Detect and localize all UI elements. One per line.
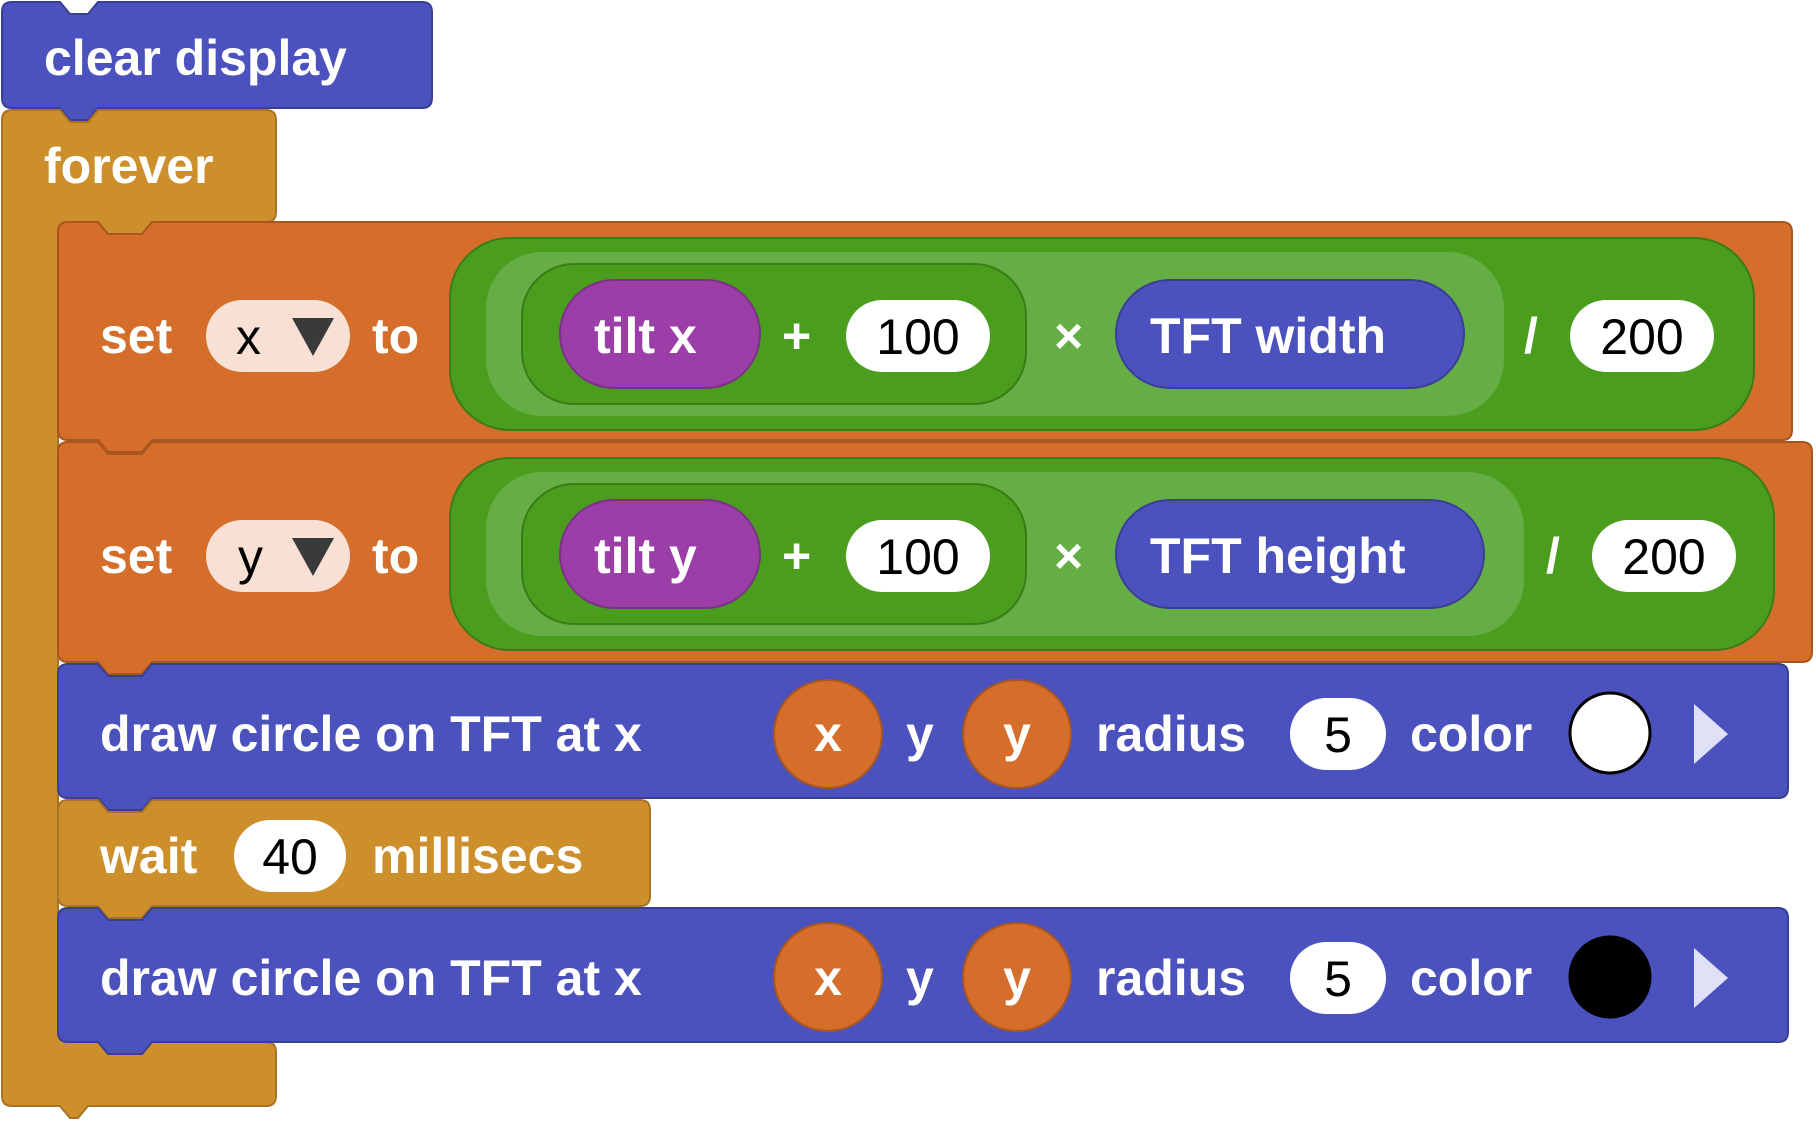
plus-symbol: + bbox=[782, 528, 811, 584]
clear-display-label: clear display bbox=[44, 30, 347, 86]
variable-dropdown-y[interactable]: y bbox=[206, 520, 350, 592]
add-operator-x[interactable]: tilt x + 100 bbox=[521, 263, 1027, 405]
tilt-y-reporter[interactable]: tilt y bbox=[559, 499, 761, 609]
multiply-operator-y[interactable]: tilt y + 100 × TFT height bbox=[486, 472, 1524, 636]
divide-symbol: / bbox=[1524, 308, 1538, 364]
tilt-x-label: tilt x bbox=[594, 308, 697, 364]
set-x-block[interactable]: set x to tilt x + bbox=[57, 221, 1793, 453]
radius-label: radius bbox=[1096, 706, 1246, 762]
color-swatch-black[interactable] bbox=[1568, 935, 1652, 1019]
divide-symbol: / bbox=[1546, 528, 1560, 584]
draw-circle-label: draw circle on TFT at x bbox=[100, 706, 642, 762]
wait-value-input[interactable]: 40 bbox=[234, 820, 346, 892]
x-variable-label: x bbox=[814, 706, 842, 762]
tilt-y-label: tilt y bbox=[594, 528, 697, 584]
add-value-input-x[interactable]: 100 bbox=[846, 300, 990, 372]
set-x-to-label: to bbox=[372, 308, 419, 364]
add-value-x: 100 bbox=[876, 309, 959, 365]
millisecs-label: millisecs bbox=[372, 828, 583, 884]
radius-input[interactable]: 5 bbox=[1290, 942, 1386, 1014]
y-variable-label: y bbox=[1003, 950, 1031, 1006]
set-y-label: set bbox=[100, 528, 173, 584]
wait-label: wait bbox=[99, 828, 198, 884]
divide-value-x: 200 bbox=[1600, 309, 1683, 365]
y-variable-reporter[interactable]: y bbox=[962, 922, 1072, 1032]
set-x-label: set bbox=[100, 308, 173, 364]
y-label: y bbox=[906, 706, 934, 762]
set-y-to-label: to bbox=[372, 528, 419, 584]
radius-value: 5 bbox=[1324, 707, 1352, 763]
tft-width-reporter[interactable]: TFT width bbox=[1115, 279, 1465, 389]
color-label: color bbox=[1410, 950, 1532, 1006]
plus-symbol: + bbox=[782, 308, 811, 364]
draw-circle-black-block[interactable]: draw circle on TFT at x x y y radius 5 c… bbox=[57, 907, 1789, 1055]
clear-display-block[interactable]: clear display bbox=[1, 1, 433, 121]
radius-label: radius bbox=[1096, 950, 1246, 1006]
tft-height-label: TFT height bbox=[1150, 528, 1406, 584]
color-label: color bbox=[1410, 706, 1532, 762]
forever-label: forever bbox=[44, 138, 214, 194]
variable-dropdown-y-value: y bbox=[238, 529, 263, 585]
draw-circle-label: draw circle on TFT at x bbox=[100, 950, 642, 1006]
y-variable-label: y bbox=[1003, 706, 1031, 762]
variable-dropdown-x-value: x bbox=[236, 309, 261, 365]
wait-block[interactable]: wait 40 millisecs bbox=[57, 799, 651, 919]
divide-operator-y[interactable]: tilt y + 100 × TFT height / 200 bbox=[449, 457, 1775, 651]
y-label: y bbox=[906, 950, 934, 1006]
add-operator-y[interactable]: tilt y + 100 bbox=[521, 483, 1027, 625]
times-symbol: × bbox=[1054, 308, 1083, 364]
tilt-x-reporter[interactable]: tilt x bbox=[559, 279, 761, 389]
x-variable-reporter[interactable]: x bbox=[773, 679, 883, 789]
divide-operator-x[interactable]: tilt x + 100 × TFT width / 200 bbox=[449, 237, 1755, 431]
set-y-block[interactable]: set y to tilt y + 100 bbox=[57, 441, 1813, 675]
add-value-y: 100 bbox=[876, 529, 959, 585]
x-variable-label: x bbox=[814, 950, 842, 1006]
tft-height-reporter[interactable]: TFT height bbox=[1115, 499, 1485, 609]
wait-value: 40 bbox=[262, 829, 318, 885]
add-value-input-y[interactable]: 100 bbox=[846, 520, 990, 592]
radius-input[interactable]: 5 bbox=[1290, 698, 1386, 770]
forever-block[interactable]: forever bbox=[1, 109, 277, 1119]
radius-value: 5 bbox=[1324, 951, 1352, 1007]
expand-arrow-icon[interactable] bbox=[1694, 948, 1728, 1008]
divide-value-input-y[interactable]: 200 bbox=[1592, 520, 1736, 592]
expand-arrow-icon[interactable] bbox=[1694, 704, 1728, 764]
times-symbol: × bbox=[1054, 528, 1083, 584]
dropdown-arrow-icon bbox=[292, 318, 334, 356]
dropdown-arrow-icon bbox=[292, 538, 334, 576]
divide-value-input-x[interactable]: 200 bbox=[1570, 300, 1714, 372]
color-swatch-white[interactable] bbox=[1568, 691, 1652, 775]
y-variable-reporter[interactable]: y bbox=[962, 679, 1072, 789]
multiply-operator-x[interactable]: tilt x + 100 × TFT width bbox=[486, 252, 1504, 416]
tft-width-label: TFT width bbox=[1150, 308, 1386, 364]
variable-dropdown-x[interactable]: x bbox=[206, 300, 350, 372]
divide-value-y: 200 bbox=[1622, 529, 1705, 585]
x-variable-reporter[interactable]: x bbox=[773, 922, 883, 1032]
draw-circle-white-block[interactable]: draw circle on TFT at x x y y radius 5 c… bbox=[57, 663, 1789, 811]
